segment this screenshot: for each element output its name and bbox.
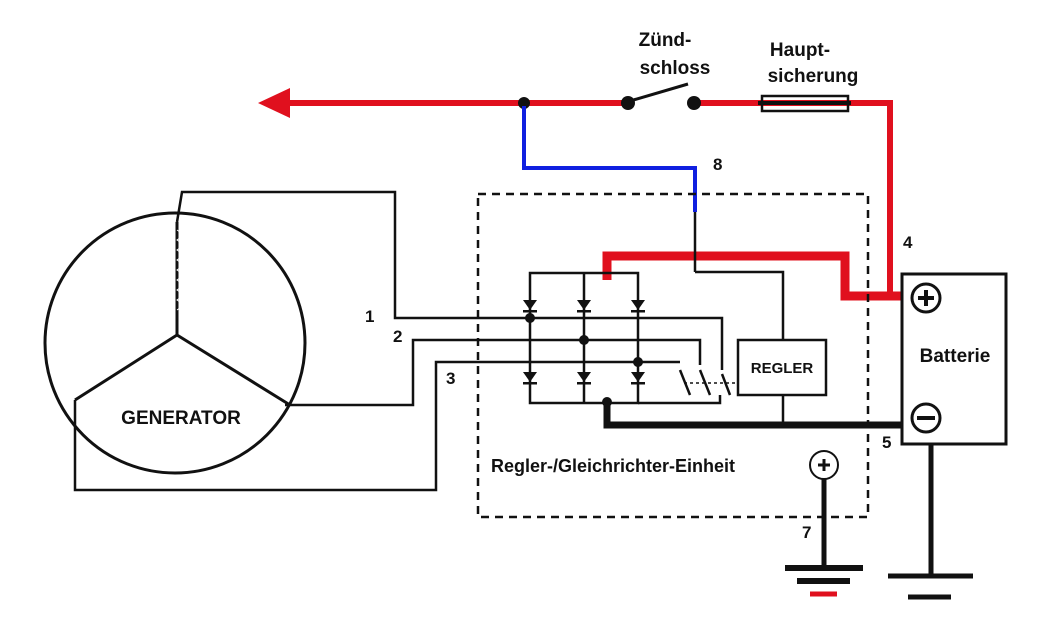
junction-dot [518, 97, 530, 109]
ignition-label-1: Zünd- [639, 30, 692, 51]
plus-terminal-icon [910, 282, 942, 314]
terminal-7-label: 7 [802, 523, 811, 542]
rectifier-bridge [523, 271, 738, 405]
ground-symbol-battery [888, 444, 973, 600]
fuse-label-1: Haupt- [770, 40, 830, 61]
main-fuse [758, 94, 851, 113]
generator-label: GENERATOR [121, 408, 241, 429]
terminal-3-label: 3 [446, 369, 455, 388]
battery [900, 272, 1008, 446]
arrow-left-icon [258, 88, 290, 118]
terminal-4-label: 4 [903, 233, 913, 252]
fuse-label-2: sicherung [768, 66, 859, 87]
regulator-rectifier-unit [476, 192, 870, 519]
ground-symbol-unit [785, 450, 863, 597]
regulator-label: REGLER [751, 360, 814, 377]
terminal-8-label: 8 [713, 155, 722, 174]
ignition-wire [522, 106, 697, 212]
battery-label: Batterie [920, 346, 991, 367]
terminal-1-label: 1 [365, 307, 374, 326]
terminal-5-label: 5 [882, 433, 891, 452]
unit-label: Regler-/Gleichrichter-Einheit [491, 456, 735, 476]
minus-terminal-icon [910, 402, 942, 434]
ignition-switch[interactable] [621, 82, 701, 110]
generator [43, 211, 307, 475]
ground-wire [603, 400, 905, 429]
terminal-2-label: 2 [393, 327, 402, 346]
ignition-label-2: schloss [640, 58, 711, 79]
